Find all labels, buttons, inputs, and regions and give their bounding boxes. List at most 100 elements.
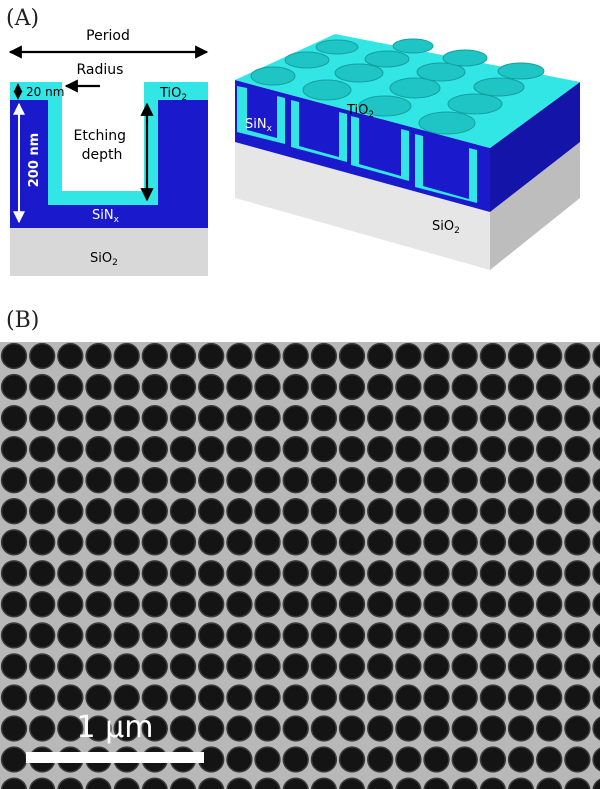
sem-hole (592, 654, 600, 679)
sem-hole (564, 653, 591, 680)
sem-hole (507, 746, 535, 773)
sem-hole (536, 498, 563, 525)
sem-hole (282, 404, 309, 432)
sem-hole (592, 375, 600, 399)
sem-hole (282, 529, 309, 556)
sem-hole (592, 716, 600, 741)
sem-hole (282, 591, 309, 618)
sem-hole (564, 498, 591, 525)
sem-hole (254, 684, 281, 711)
tio2-label: TiO2 (159, 86, 187, 103)
sem-hole (507, 684, 535, 711)
sem-hole (310, 435, 338, 463)
sem-hole (310, 746, 338, 773)
sem-hole (169, 342, 197, 370)
sem-hole (85, 342, 112, 370)
sem-hole (338, 404, 366, 432)
sem-hole (282, 435, 309, 463)
sem-hole (423, 435, 450, 463)
sem-hole (592, 685, 600, 710)
sem-hole (0, 467, 28, 494)
top-holes (250, 38, 545, 135)
sem-hole (395, 373, 422, 401)
sem-hole (536, 653, 563, 680)
sem-hole (254, 529, 281, 556)
sinx-3d-label: SiNx (245, 117, 273, 134)
sem-hole (198, 404, 225, 432)
sem-hole (564, 373, 591, 401)
sem-hole (592, 747, 600, 772)
etch-depth-label: Etching depth (73, 128, 130, 163)
sem-hole (29, 560, 56, 587)
sem-hole (113, 622, 140, 649)
sem-hole (451, 653, 478, 680)
sem-hole (198, 560, 225, 587)
tio2-top-right (158, 82, 208, 100)
sem-hole (367, 777, 394, 789)
sem-hole (29, 404, 56, 432)
sem-hole (507, 591, 535, 618)
sem-hole (310, 622, 338, 649)
sem-hole (310, 342, 338, 370)
sem-hole (564, 560, 591, 587)
sem-hole (395, 715, 422, 742)
sem-hole (536, 715, 563, 742)
sem-hole (141, 560, 168, 587)
sem-hole (113, 591, 140, 618)
sem-hole (282, 342, 309, 370)
sem-hole (113, 560, 140, 587)
sem-hole (479, 529, 507, 556)
sem-hole (564, 591, 591, 618)
sem-hole (0, 746, 28, 773)
sem-hole (451, 591, 478, 618)
sem-hole (0, 715, 28, 742)
sem-hole (507, 529, 535, 556)
sem-hole (141, 653, 168, 680)
sem-hole (226, 560, 253, 587)
sem-hole (338, 529, 366, 556)
sem-hole (57, 435, 84, 463)
sem-hole (564, 404, 591, 432)
sem-hole (141, 529, 168, 556)
sem-hole (57, 342, 84, 370)
sem-hole (338, 342, 366, 370)
sem-hole (282, 746, 309, 773)
sem-hole (226, 435, 253, 463)
sem-hole (29, 435, 56, 463)
sem-hole (198, 435, 225, 463)
sem-hole (423, 777, 450, 789)
sem-hole (423, 498, 450, 525)
sem-hole (113, 373, 140, 401)
sem-hole (85, 591, 112, 618)
sem-hole (479, 435, 507, 463)
sem-hole (564, 435, 591, 463)
sem-hole (310, 529, 338, 556)
sem-hole (536, 373, 563, 401)
sem-hole (169, 591, 197, 618)
sem-hole (29, 653, 56, 680)
scale-bar (26, 752, 204, 763)
sem-hole (536, 777, 563, 789)
sem-hole (254, 653, 281, 680)
sem-hole (85, 715, 112, 742)
sio2-front-face (235, 142, 490, 270)
sem-hole (57, 777, 84, 789)
sem-hole (113, 435, 140, 463)
sem-hole (423, 342, 450, 370)
sem-hole (564, 342, 591, 370)
sem-hole (198, 529, 225, 556)
sem-hole (592, 592, 600, 617)
sem-hole (57, 560, 84, 587)
sem-hole (282, 684, 309, 711)
sem-hole (85, 467, 112, 494)
sem-hole (507, 777, 535, 789)
sem-hole (169, 684, 197, 711)
sem-hole (226, 746, 253, 773)
period-label: Period (86, 28, 130, 44)
sem-hole (0, 529, 28, 556)
sem-hole (282, 715, 309, 742)
sem-hole (536, 684, 563, 711)
sem-hole (507, 498, 535, 525)
sem-hole (113, 715, 140, 742)
sem-hole (536, 591, 563, 618)
